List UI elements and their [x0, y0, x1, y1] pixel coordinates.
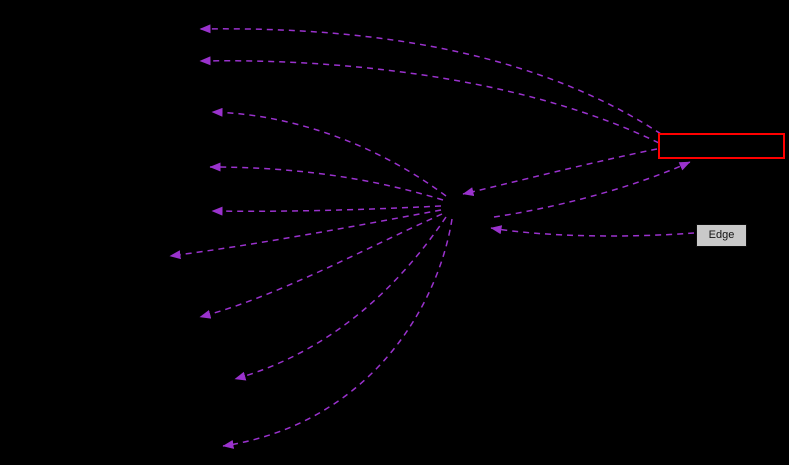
- graph-edge-hub-to-left-7: [199, 213, 443, 319]
- graph-edge-hub-to-left-5: [211, 205, 442, 216]
- graph-node-edge[interactable]: Edge: [696, 224, 747, 247]
- graph-edge-hub-to-left-4: [209, 162, 444, 201]
- graph-edge-hub-to-left-6: [169, 209, 442, 260]
- graph-edge-hub-to-main: [493, 161, 691, 218]
- graph-edge-main-to-upper-left-1: [199, 24, 662, 135]
- graph-edge-main-to-upper-left-2: [199, 56, 660, 144]
- graph-edge-hub-to-left-9: [222, 218, 453, 449]
- graph-edge-edge-to-hub: [490, 225, 695, 237]
- graph-edge-hub-to-left-3: [211, 107, 447, 197]
- graph-node-main[interactable]: [658, 133, 785, 159]
- graph-edge-main-to-hub: [462, 148, 658, 197]
- graph-edges: [169, 24, 695, 449]
- graph-edge-hub-to-left-8: [234, 216, 447, 381]
